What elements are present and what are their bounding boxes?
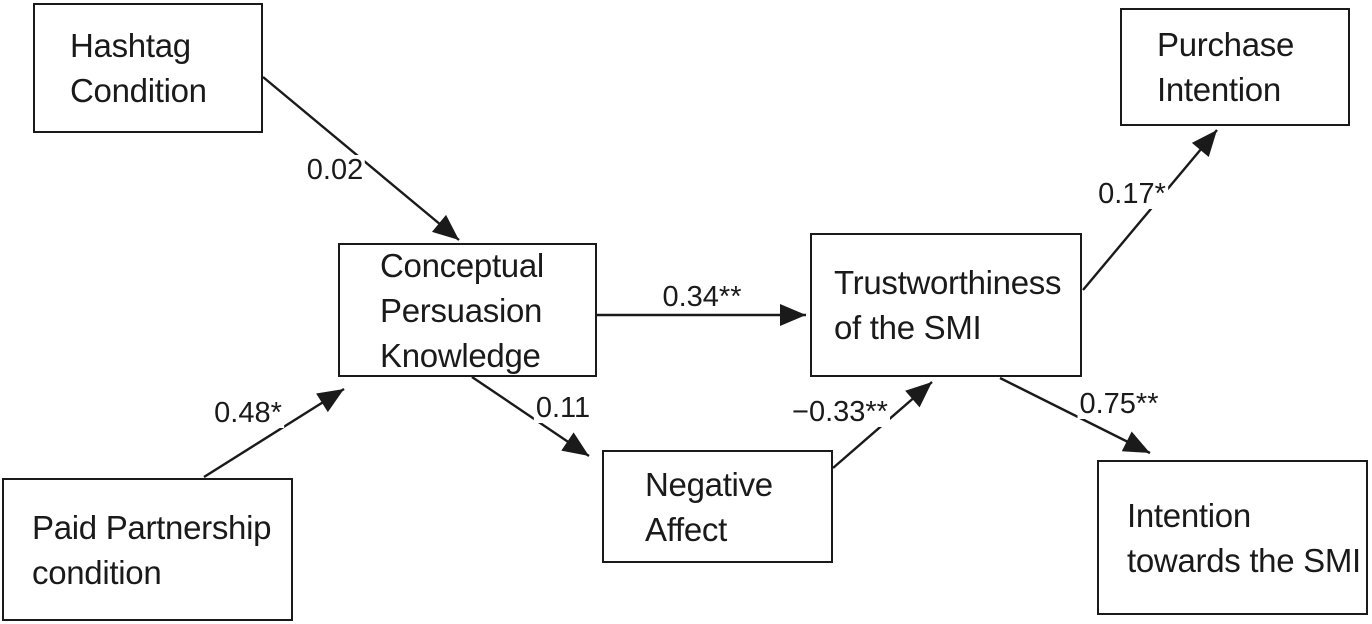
node-trustworthiness-of-the-smi-label: Trustworthiness of the SMI [834, 264, 1062, 346]
arrow-trust-to-purchase [1082, 129, 1218, 291]
arrow-paid-to-cpk [203, 387, 345, 479]
node-purchase-intention: Purchase Intention [1120, 8, 1350, 126]
node-hashtag-condition: Hashtag Condition [33, 3, 263, 133]
coefficient-paid-to-cpk: 0.48* [212, 397, 284, 429]
coefficient-trust-to-intention: 0.75** [1077, 388, 1161, 420]
coefficient-trust-to-purchase: 0.17* [1096, 178, 1168, 210]
node-conceptual-persuasion-knowledge: Conceptual Persuasion Knowledge [338, 243, 597, 377]
arrow-cpk-to-negative [471, 376, 590, 457]
arrow-trust-to-intention [999, 376, 1151, 455]
coefficient-cpk-to-trust: 0.34** [660, 281, 744, 313]
node-paid-partnership-condition: Paid Partnership condition [2, 478, 293, 621]
coefficient-negative-to-trust: −0.33** [790, 396, 890, 428]
node-conceptual-persuasion-knowledge-label: Conceptual Persuasion Knowledge [380, 246, 544, 374]
node-trustworthiness-of-the-smi: Trustworthiness of the SMI [810, 233, 1082, 377]
node-hashtag-condition-label: Hashtag Condition [70, 27, 207, 109]
node-negative-affect-label: Negative Affect [645, 465, 773, 548]
node-paid-partnership-condition-label: Paid Partnership condition [32, 508, 272, 591]
coefficient-hashtag-to-cpk: 0.02 [304, 154, 366, 186]
coefficient-cpk-to-negative: 0.11 [533, 392, 593, 424]
node-negative-affect: Negative Affect [602, 450, 833, 563]
node-intention-towards-the-smi: Intention towards the SMI [1097, 460, 1368, 615]
node-intention-towards-the-smi-label: Intention towards the SMI [1127, 496, 1361, 579]
node-purchase-intention-label: Purchase Intention [1157, 26, 1295, 108]
